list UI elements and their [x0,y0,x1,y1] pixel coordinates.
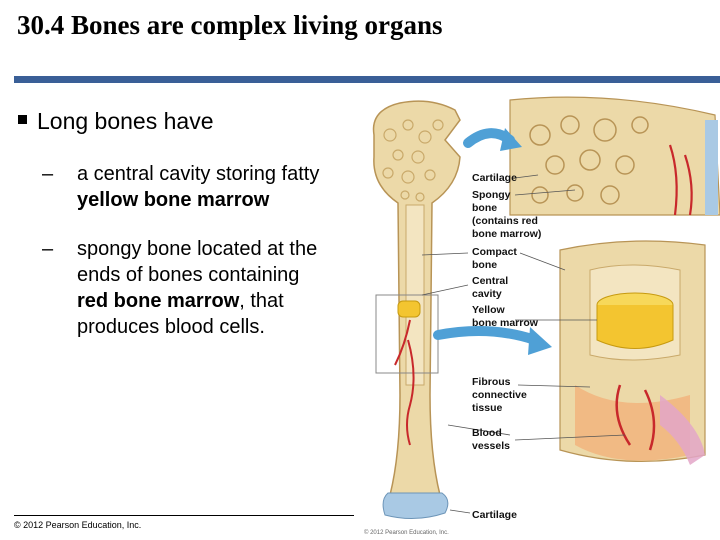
central-cavity-zoom [559,240,706,465]
dash-icon: – [42,163,54,185]
sub1-line2: yellow bone marrow [77,189,270,211]
label-yellow-1: Yellow [472,304,506,316]
cartilage-bottom [382,492,449,519]
label-fibrous-1: Fibrous [472,376,511,388]
label-compact-1: Compact [472,246,517,258]
label-cartilage-bottom: Cartilage [472,509,517,521]
copyright-text: © 2012 Pearson Education, Inc. [14,520,142,530]
long-bone-illustration [372,100,461,519]
zoom-arrows [433,128,552,355]
title-rule [14,76,720,83]
bullet-square-icon [18,115,27,125]
bullet-text: Long bones have [37,108,214,134]
label-yellow-2: bone marrow [472,317,539,329]
spongy-bone-zoom [509,96,720,216]
sub2-line3-rest: , that [239,290,284,312]
bullet-long-bones: Long bones have [18,108,214,135]
figure-copyright-text: © 2012 Pearson Education, Inc. [364,530,449,536]
sub2-line3-bold: red bone marrow [77,290,240,312]
label-central-1: Central [472,275,508,287]
label-compact-2: bone [472,259,497,271]
label-fibrous-3: tissue [472,402,503,414]
label-spongy-4: bone marrow) [472,228,541,240]
dash-icon: – [42,238,54,260]
sub-bullet-text: spongy bone located at the ends of bones… [77,236,317,340]
yellow-marrow [397,300,421,318]
sub2-line2: ends of bones containing [77,264,300,286]
label-spongy-1: Spongy [472,189,511,201]
long-bone-diagram: Cartilage Spongy bone (contains red bone… [372,96,720,521]
spongy-bone-texture [382,119,444,202]
label-blood-2: vessels [472,440,510,452]
label-spongy-2: bone [472,202,497,214]
sub2-line1: spongy bone located at the [77,238,318,260]
label-central-2: cavity [472,288,502,300]
label-fibrous-2: connective [472,389,527,401]
footer-rule [14,515,354,516]
blood-vessel-lines [394,319,415,446]
sub2-line4: produces blood cells. [77,316,265,338]
label-spongy-3: (contains red [472,215,538,227]
sub1-line1: a central cavity storing fatty [77,163,320,185]
sub-bullet-text: a central cavity storing fatty yellow bo… [77,161,319,213]
figure-labels: Cartilage Spongy bone (contains red bone… [472,172,541,521]
slide-title: 30.4 Bones are complex living organs [17,10,443,40]
label-blood-1: Blood [472,427,502,439]
label-cartilage-top: Cartilage [472,172,517,184]
leader-lines [421,174,626,514]
